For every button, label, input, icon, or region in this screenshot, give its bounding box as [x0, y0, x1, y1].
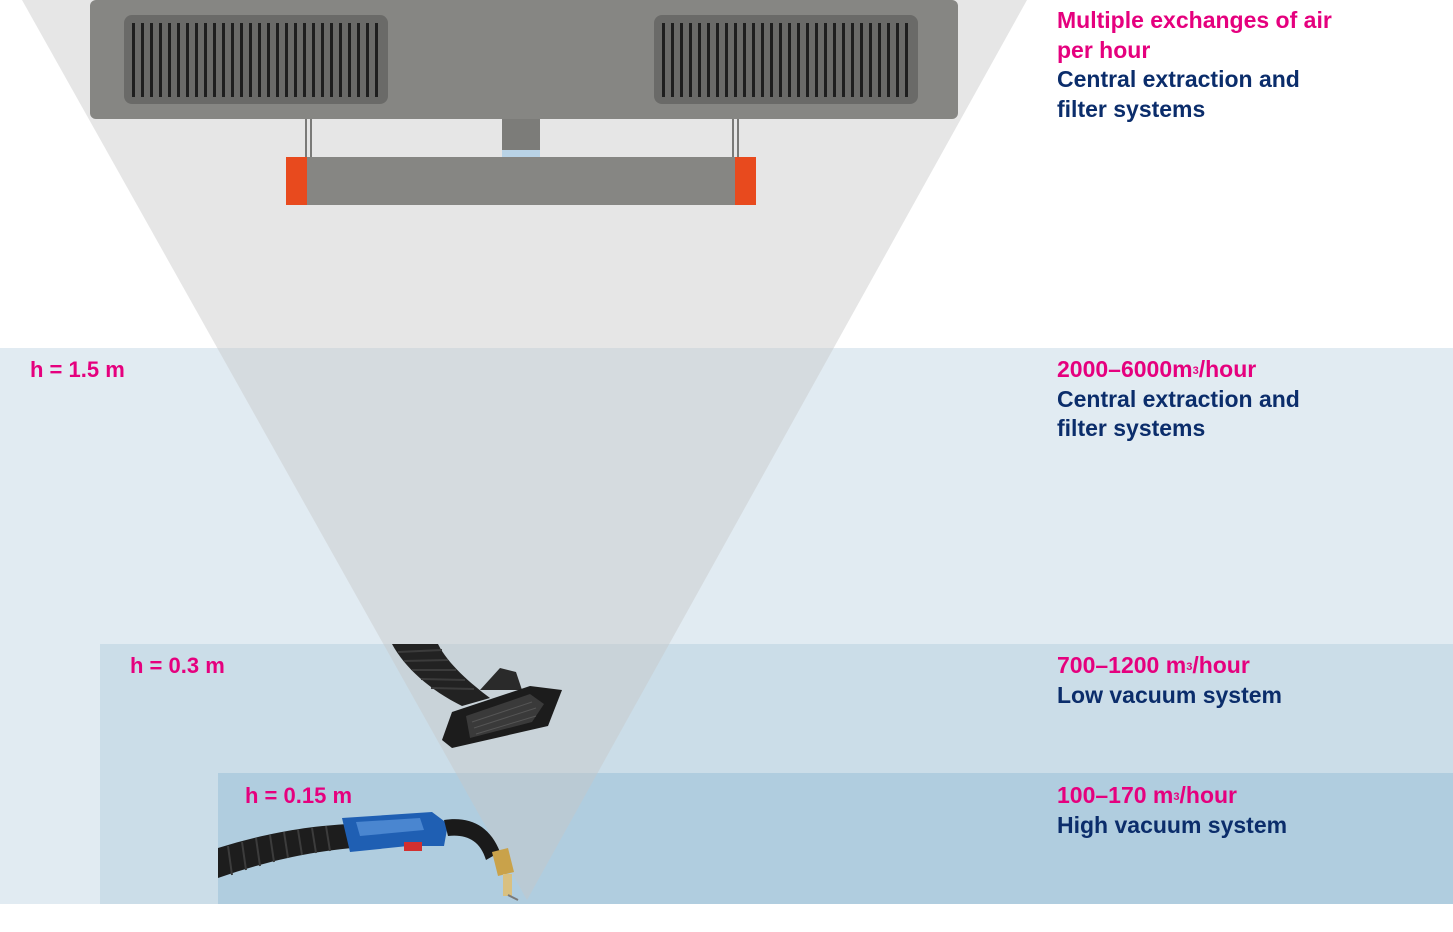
grille-slat: [348, 23, 351, 97]
grille-slat: [707, 23, 710, 97]
extraction-cone: [22, 0, 1027, 900]
grille-slat: [806, 23, 809, 97]
flow-text-low-vacuum: 700–1200 m: [1057, 652, 1187, 678]
grille-slat: [168, 23, 171, 97]
grille-slat: [339, 23, 342, 97]
flow-unit-room: /hour: [1198, 356, 1257, 382]
grille-slat: [240, 23, 243, 97]
grille-slat: [195, 23, 198, 97]
grille-slat: [321, 23, 324, 97]
system-text-room: Central extraction and filter systems: [1057, 385, 1300, 442]
grille-slat: [734, 23, 737, 97]
grille-slat: [177, 23, 180, 97]
grille-slat: [285, 23, 288, 97]
grille-slat: [896, 23, 899, 97]
grille-slat: [752, 23, 755, 97]
grille-slat: [159, 23, 162, 97]
grille-slat: [824, 23, 827, 97]
info-high-vacuum: 100–170 m3/hour High vacuum system: [1057, 781, 1437, 840]
right-grille: [662, 23, 908, 97]
grille-slat: [851, 23, 854, 97]
grille-slat: [312, 23, 315, 97]
info-ceiling: Multiple exchanges of air per hour Centr…: [1057, 6, 1437, 124]
system-text-ceiling: Central extraction and filter systems: [1057, 66, 1300, 122]
cube-superscript: 3: [1192, 365, 1199, 377]
grille-slat: [887, 23, 890, 97]
flow-line-room: 2000–6000m3/hour: [1057, 355, 1437, 385]
grille-slat: [671, 23, 674, 97]
system-text-low-vacuum: Low vacuum system: [1057, 681, 1282, 708]
grille-slat: [797, 23, 800, 97]
grille-slat: [357, 23, 360, 97]
grille-slat: [698, 23, 701, 97]
grille-slat: [761, 23, 764, 97]
grille-slat: [267, 23, 270, 97]
flow-text-high-vacuum: 100–170 m: [1057, 782, 1174, 808]
info-low-vacuum: 700–1200 m3/hour Low vacuum system: [1057, 651, 1437, 710]
flow-line-low-vacuum: 700–1200 m3/hour: [1057, 651, 1437, 681]
grille-slat: [141, 23, 144, 97]
grille-slat: [770, 23, 773, 97]
grille-slat: [150, 23, 153, 97]
cube-superscript: 3: [1173, 791, 1180, 803]
grille-slat: [186, 23, 189, 97]
flow-unit-high-vacuum: /hour: [1179, 782, 1238, 808]
grille-slat: [249, 23, 252, 97]
grille-slat: [375, 23, 378, 97]
grille-slat: [276, 23, 279, 97]
grille-slat: [689, 23, 692, 97]
grille-slat: [725, 23, 728, 97]
grille-slat: [213, 23, 216, 97]
grille-slat: [716, 23, 719, 97]
height-label-high-vacuum: h = 0.15 m: [245, 783, 353, 808]
grille-slat: [788, 23, 791, 97]
grille-slat: [231, 23, 234, 97]
grille-slat: [842, 23, 845, 97]
grille-slat: [680, 23, 683, 97]
grille-slat: [833, 23, 836, 97]
extraction-arm-nozzle-icon: [392, 644, 562, 748]
grille-slat: [330, 23, 333, 97]
cube-superscript: 3: [1186, 661, 1193, 673]
flow-text-room: 2000–6000m: [1057, 356, 1193, 382]
height-label-room: h = 1.5 m: [30, 357, 125, 382]
grille-slat: [204, 23, 207, 97]
flow-unit-low-vacuum: /hour: [1192, 652, 1250, 678]
grille-slat: [366, 23, 369, 97]
grille-slat: [869, 23, 872, 97]
flow-text-ceiling: Multiple exchanges of air per hour: [1057, 7, 1332, 63]
system-text-high-vacuum: High vacuum system: [1057, 811, 1288, 838]
grille-slat: [303, 23, 306, 97]
grille-slat: [815, 23, 818, 97]
grille-slat: [258, 23, 261, 97]
welding-torch-icon: [218, 812, 519, 901]
height-label-low-vacuum: h = 0.3 m: [130, 653, 225, 678]
ceiling-extraction-hood-icon: [90, 0, 958, 205]
grille-slat: [662, 23, 665, 97]
flow-line-high-vacuum: 100–170 m3/hour: [1057, 781, 1437, 811]
grille-slat: [222, 23, 225, 97]
grille-slat: [132, 23, 135, 97]
grille-slat: [878, 23, 881, 97]
grille-slat: [779, 23, 782, 97]
grille-slat: [294, 23, 297, 97]
grille-slat: [743, 23, 746, 97]
left-grille: [132, 23, 378, 97]
info-room: 2000–6000m3/hour Central extraction and …: [1057, 355, 1437, 444]
grille-slat: [905, 23, 908, 97]
grille-slat: [860, 23, 863, 97]
